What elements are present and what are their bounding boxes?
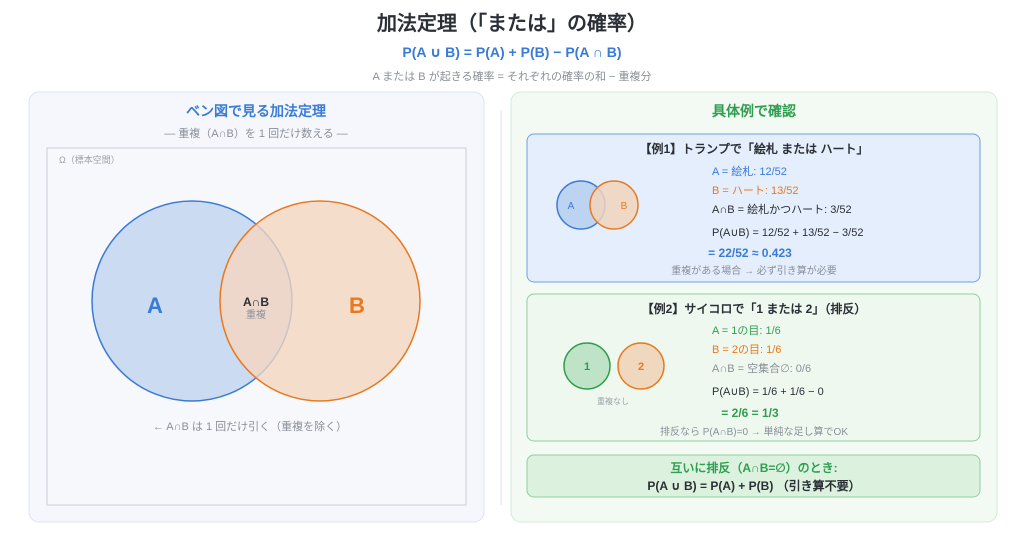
example2-circle-2-label: 2 bbox=[638, 361, 644, 373]
example2-event-a: A = 1の目: 1/6 bbox=[712, 325, 781, 337]
example2-circle-1 bbox=[563, 342, 611, 390]
sample-space-label: Ω（標本空間） bbox=[59, 154, 120, 165]
formula-explanation: A または B が起きる確率 = それぞれの確率の和 − 重複分 bbox=[372, 69, 651, 83]
exclusive-summary-title: 互いに排反（A∩B=∅）のとき: bbox=[670, 460, 837, 475]
example1-note: 重複がある場合 → 必ず引き算が必要 bbox=[671, 264, 837, 277]
example2-circle-1-label: 1 bbox=[584, 361, 590, 373]
example2-card bbox=[526, 293, 981, 442]
venn-panel-subtitle: — 重複（A∩B）を 1 回だけ数える — bbox=[164, 126, 348, 140]
circle-b-label: B bbox=[349, 293, 365, 318]
example2-result: = 2/6 = 1/3 bbox=[721, 406, 779, 420]
example1-result: = 22/52 ≈ 0.423 bbox=[708, 246, 792, 260]
example2-title: 【例2】サイコロで「1 または 2」（排反） bbox=[642, 301, 867, 316]
circle-b bbox=[219, 200, 421, 402]
no-overlap-label: 重複なし bbox=[597, 396, 629, 406]
intersection-label: A∩B bbox=[243, 295, 269, 309]
exclusive-summary-box bbox=[526, 454, 981, 498]
example2-event-b: B = 2の目: 1/6 bbox=[712, 344, 781, 356]
example1-circle-b-label: B bbox=[621, 201, 628, 212]
example1-circle-b bbox=[589, 180, 639, 230]
circle-a-label: A bbox=[147, 293, 163, 318]
example1-event-a: A = 絵札: 12/52 bbox=[712, 164, 787, 178]
example1-title: 【例1】トランプで「絵札 または ハート」 bbox=[640, 141, 869, 156]
examples-panel-title: 具体例で確認 bbox=[711, 103, 796, 119]
page-title: 加法定理（「または」の確率） bbox=[376, 11, 647, 35]
main-formula: P(A ∪ B) = P(A) + P(B) − P(A ∩ B) bbox=[402, 44, 621, 60]
example1-intersection: A∩B = 絵札かつハート: 3/52 bbox=[712, 202, 852, 216]
example2-intersection: A∩B = 空集合∅: 0/6 bbox=[712, 361, 811, 375]
exclusive-summary-formula: P(A ∪ B) = P(A) + P(B) （引き算不要） bbox=[647, 478, 860, 493]
example2-note: 排反なら P(A∩B)=0 → 単純な足し算でOK bbox=[660, 425, 848, 438]
example1-card bbox=[526, 133, 981, 283]
venn-panel-title: ベン図で見る加法定理 bbox=[186, 103, 326, 119]
example1-circle-a-label: A bbox=[568, 201, 575, 212]
example2-circle-2 bbox=[617, 342, 665, 390]
example2-calculation: P(A∪B) = 1/6 + 1/6 − 0 bbox=[712, 386, 824, 398]
intersection-sublabel: 重複 bbox=[246, 308, 266, 321]
example1-event-b: B = ハート: 13/52 bbox=[712, 185, 799, 197]
venn-note: ← A∩B は 1 回だけ引く（重複を除く） bbox=[153, 419, 347, 433]
example1-calculation: P(A∪B) = 12/52 + 13/52 − 3/52 bbox=[712, 227, 863, 239]
